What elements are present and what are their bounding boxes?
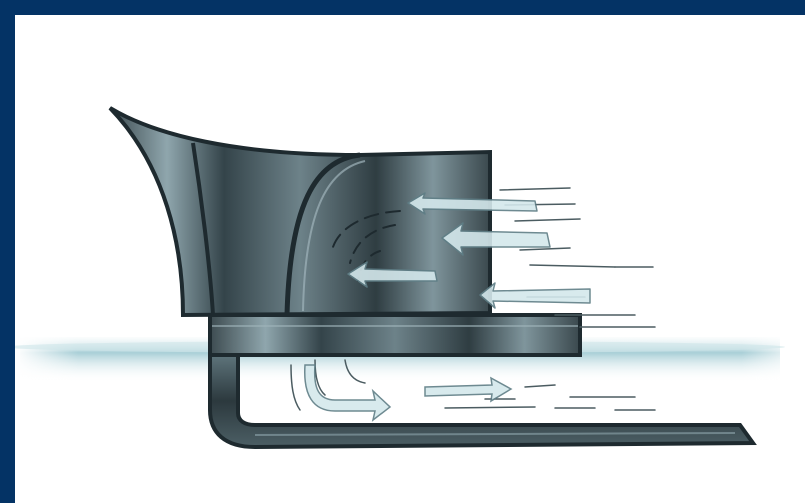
flow-illustration [15, 15, 805, 503]
deck-plate [210, 315, 580, 355]
intake-body [110, 108, 490, 315]
entry-arrow [480, 283, 590, 308]
middle-arrow [442, 223, 550, 255]
illustration-frame [15, 15, 805, 503]
